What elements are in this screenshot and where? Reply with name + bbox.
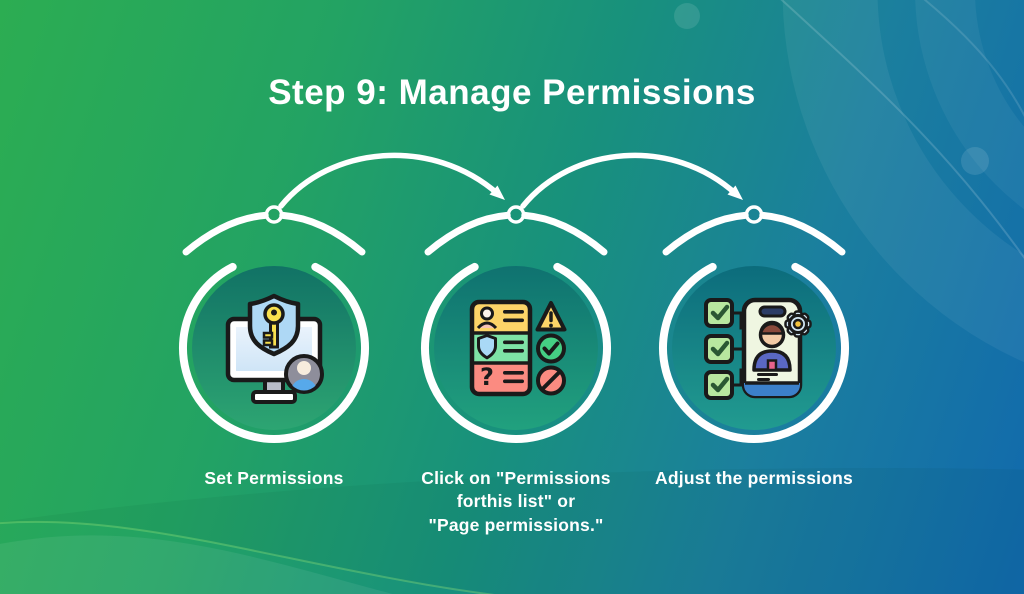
page-title: Step 9: Manage Permissions: [268, 73, 756, 113]
checkbox-icons: [704, 298, 734, 400]
step-2-badge: ?: [406, 238, 626, 458]
step-2-caption: Click on "Permissions forthis list" or "…: [421, 468, 611, 535]
check-circle-icon: [536, 333, 566, 364]
arrow-curves: [278, 152, 739, 209]
step-3-icon-wrap: [694, 288, 814, 408]
user-badge-icon: [284, 354, 324, 394]
step-3-caption: Adjust the permissions: [655, 468, 853, 488]
gear-icon: [784, 310, 812, 338]
shield-row-icon: [477, 334, 524, 360]
user-row-icon: [476, 306, 524, 330]
arrow-2: [520, 152, 739, 209]
step-1-badge: [164, 238, 384, 458]
white-ring: [179, 262, 369, 443]
step-1-icon-wrap: [214, 288, 334, 408]
step-1-caption: Set Permissions: [204, 468, 344, 488]
key-icon: [262, 303, 285, 349]
monitor-shield-key-icon: [225, 293, 324, 404]
arrow-heads: [489, 185, 743, 200]
node-rings: [264, 205, 764, 224]
white-ring: [659, 262, 849, 443]
warning-icon: [535, 301, 567, 332]
question-row-icon: ?: [480, 363, 524, 391]
dome-arcs: [182, 211, 846, 256]
list-panel-outline: [469, 299, 533, 397]
block-icon: [536, 365, 566, 396]
phone-checklist-icon: [704, 297, 812, 400]
arrow-head-2: [727, 185, 743, 200]
white-ring: [421, 262, 611, 443]
step-2-icon-wrap: ?: [456, 288, 576, 408]
avatar-icon: [752, 320, 792, 381]
arrow-head-1: [489, 185, 505, 200]
permission-list-icon: ?: [469, 299, 567, 397]
arrow-1: [278, 152, 501, 209]
step-3-badge: [644, 238, 864, 458]
svg-text:?: ?: [480, 363, 494, 391]
